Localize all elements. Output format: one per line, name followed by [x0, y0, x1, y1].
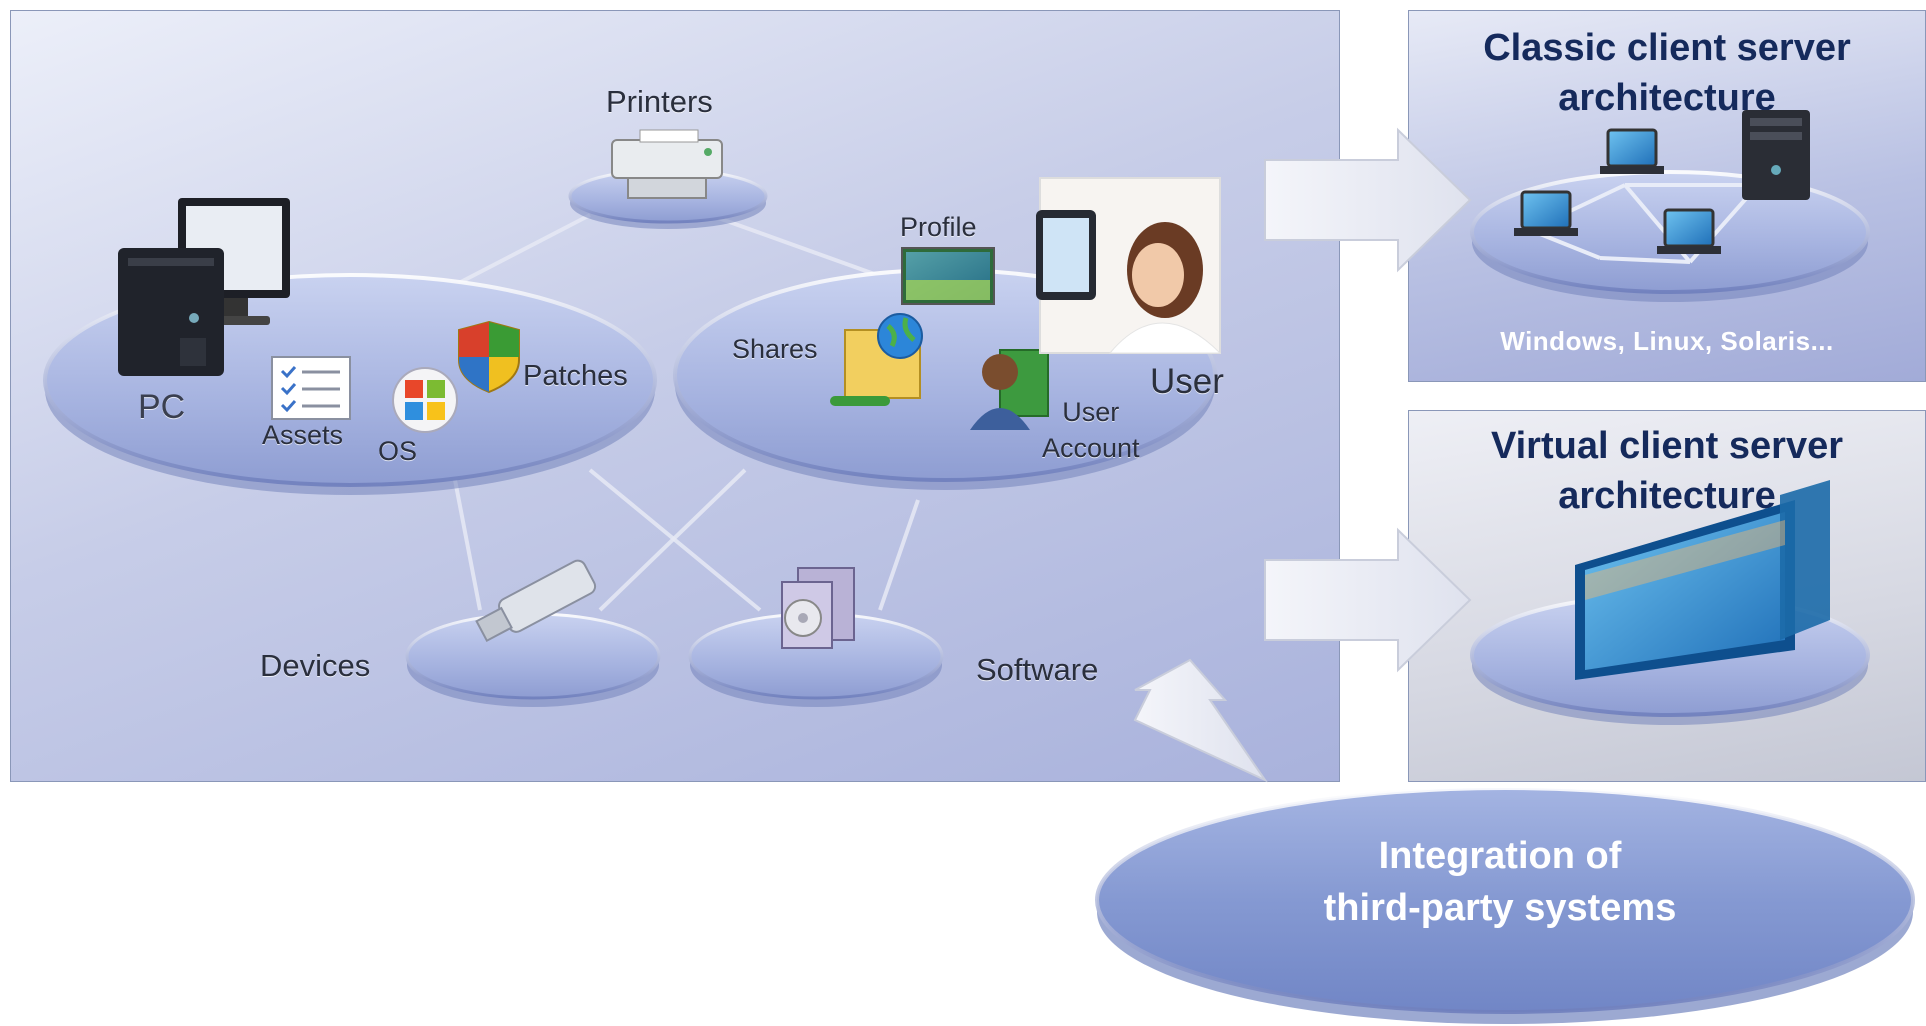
- printer-icon: [611, 129, 723, 199]
- profile-label: Profile: [900, 212, 977, 242]
- devices-platform: [405, 612, 661, 707]
- os-label: OS: [378, 436, 418, 466]
- patches-label: Patches: [523, 360, 628, 392]
- devices-label: Devices: [260, 648, 371, 683]
- shares-label: Shares: [732, 334, 818, 364]
- assets-label: Assets: [262, 420, 344, 450]
- printers-label: Printers: [606, 84, 713, 119]
- line-user-devices: [598, 468, 747, 612]
- classic-architecture-title: Classic client server architecture: [1483, 27, 1851, 119]
- profile-icon: [901, 247, 995, 305]
- virtual-architecture-title: Virtual client server architecture: [1490, 425, 1844, 517]
- classic-server-tower-icon: [1742, 110, 1810, 200]
- pc-computer-icon: [118, 198, 290, 376]
- software-label: Software: [976, 652, 1099, 687]
- integration-bubble: [1095, 786, 1915, 1024]
- shared-folder-globe-icon: [830, 313, 923, 406]
- arrow-to-virtual: [1264, 527, 1472, 673]
- pc-label: PC: [138, 388, 186, 426]
- assets-icon: [271, 356, 351, 420]
- arrow-to-classic: [1264, 127, 1472, 273]
- integration-arrow: [1133, 658, 1268, 783]
- user-account-icon: [970, 349, 1049, 430]
- classic-client-laptop-icons: [1514, 128, 1721, 254]
- integration-label: Integration of third-party systems: [1323, 835, 1677, 929]
- line-printers-pc: [454, 213, 591, 287]
- virtual-screens-icon: [1575, 480, 1830, 680]
- classic-platform-caption: Windows, Linux, Solaris...: [1500, 326, 1834, 356]
- software-box-icon: [781, 567, 855, 649]
- classic-architecture-panel: Classic client server architecture: [1408, 10, 1926, 382]
- user-photo-icon: [1036, 177, 1222, 354]
- software-platform: [688, 612, 944, 707]
- os-windows-logo-icon: [392, 367, 458, 433]
- line-pc-devices: [453, 479, 482, 611]
- line-user-software: [878, 499, 920, 611]
- security-shield-icon: [458, 320, 520, 394]
- user-label: User: [1150, 362, 1224, 401]
- usb-stick-icon: [475, 559, 597, 643]
- user-account-label: User Account: [1042, 397, 1140, 463]
